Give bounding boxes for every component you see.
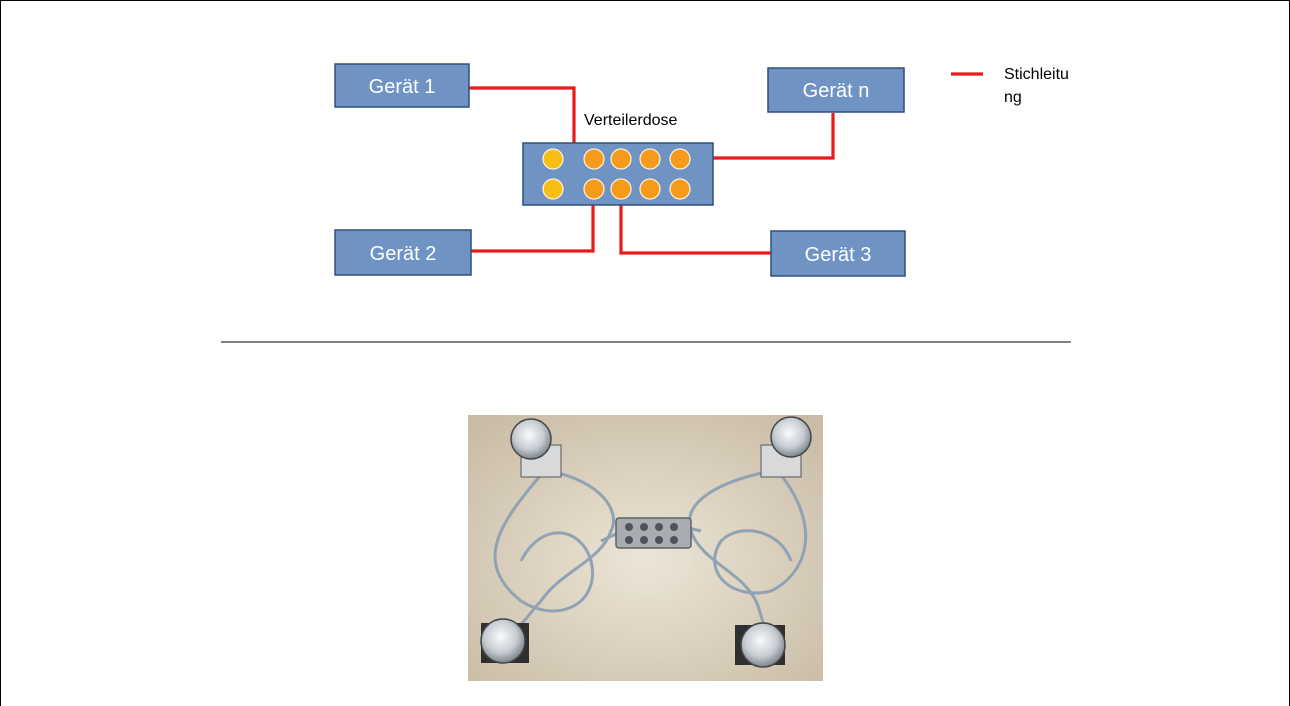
photo-lamp-top-right	[760, 416, 812, 478]
distribution-box-label: Verteilerdose	[584, 112, 677, 129]
device-1-label: Gerät 1	[369, 76, 436, 98]
stub-line-device-n	[681, 113, 835, 160]
photo-lamp-bottom-right	[735, 622, 786, 668]
stub-line-device3	[619, 189, 771, 255]
port-bottom-4	[639, 178, 661, 200]
device-1-box	[334, 63, 470, 108]
port-top-2	[583, 148, 605, 170]
photo-lamp-bottom-left	[480, 618, 529, 664]
legend-label-line1: Stichleitu	[1004, 66, 1069, 83]
legend-label-line2: ng	[1004, 89, 1022, 106]
port-top-3	[610, 148, 632, 170]
port-top-1	[542, 148, 564, 170]
port-top-5	[669, 148, 691, 170]
device-3-label: Gerät 3	[805, 244, 872, 266]
port-top-4	[639, 148, 661, 170]
device-3-box	[770, 230, 906, 277]
stub-line-device2	[471, 189, 595, 253]
device-2-label: Gerät 2	[370, 243, 437, 265]
distribution-box-ports	[542, 148, 691, 200]
photo-lamp-top-left	[510, 418, 562, 478]
port-bottom-5	[669, 178, 691, 200]
device-2-box	[334, 229, 472, 276]
port-bottom-1	[542, 178, 564, 200]
device-n-label: Gerät n	[803, 80, 870, 102]
port-bottom-2	[583, 178, 605, 200]
port-bottom-3	[610, 178, 632, 200]
device-n-box	[767, 67, 905, 113]
setup-photo	[468, 415, 823, 681]
photo-box-connectors	[625, 523, 678, 544]
